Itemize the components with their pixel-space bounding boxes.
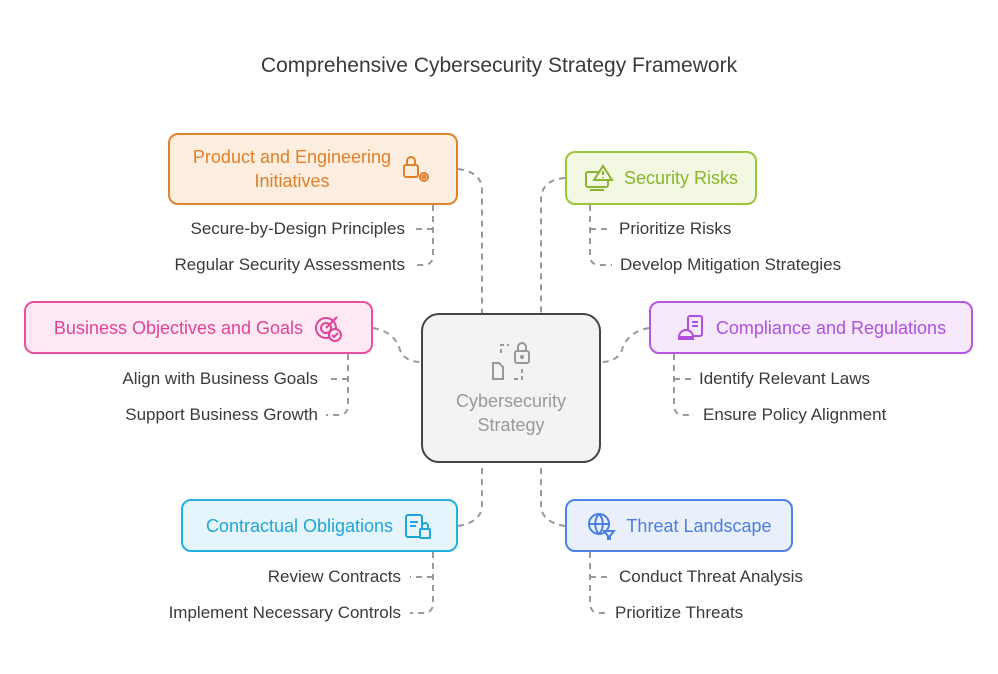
branch-label: Threat Landscape bbox=[626, 515, 772, 536]
diagram-title: Comprehensive Cybersecurity Strategy Fra… bbox=[260, 54, 738, 77]
sub-item: Review Contracts bbox=[267, 567, 401, 586]
sub-item: Ensure Policy Alignment bbox=[703, 405, 887, 424]
branch-label: Compliance and Regulations bbox=[715, 317, 947, 338]
sub-item: Secure-by-Design Principles bbox=[190, 219, 405, 238]
sub-item: Identify Relevant Laws bbox=[699, 369, 871, 388]
sub-item: Align with Business Goals bbox=[122, 369, 318, 388]
sub-item: Develop Mitigation Strategies bbox=[620, 255, 842, 274]
sub-item: Support Business Growth bbox=[125, 405, 318, 424]
warning-monitor-icon bbox=[584, 164, 614, 191]
sub-item: Prioritize Risks bbox=[619, 219, 732, 238]
branch-security-risks: Security Risks bbox=[565, 151, 757, 205]
branch-label-line2: Initiatives bbox=[254, 171, 330, 191]
sub-item: Regular Security Assessments bbox=[174, 255, 405, 274]
branch-label: Security Risks bbox=[623, 168, 739, 188]
globe-filter-icon bbox=[588, 512, 617, 540]
sub-item: Implement Necessary Controls bbox=[168, 603, 401, 622]
sub-item: Conduct Threat Analysis bbox=[619, 567, 803, 586]
lock-gear-icon bbox=[403, 156, 430, 182]
central-label-line1: Cybersecurity bbox=[455, 391, 567, 411]
central-node: Cybersecurity Strategy bbox=[421, 313, 601, 463]
branch-label-line1: Product and Engineering bbox=[192, 147, 392, 167]
sub-item: Prioritize Threats bbox=[615, 603, 744, 622]
branch-compliance-regulations: Compliance and Regulations bbox=[649, 301, 973, 354]
clipboard-lock-icon bbox=[405, 513, 432, 539]
target-check-icon bbox=[315, 315, 343, 342]
branch-threat-landscape: Threat Landscape bbox=[565, 499, 793, 552]
branch-label: Business Objectives and Goals bbox=[53, 317, 304, 338]
branch-business-objectives: Business Objectives and Goals bbox=[24, 301, 373, 354]
clipboard-hardhat-icon bbox=[677, 314, 703, 340]
branch-label: Contractual Obligations bbox=[205, 515, 394, 536]
central-label-line2: Strategy bbox=[477, 415, 545, 435]
branch-contractual-obligations: Contractual Obligations bbox=[181, 499, 458, 552]
document-lock-icon bbox=[492, 342, 530, 380]
branch-product-engineering: Product and Engineering Initiatives bbox=[168, 133, 458, 205]
